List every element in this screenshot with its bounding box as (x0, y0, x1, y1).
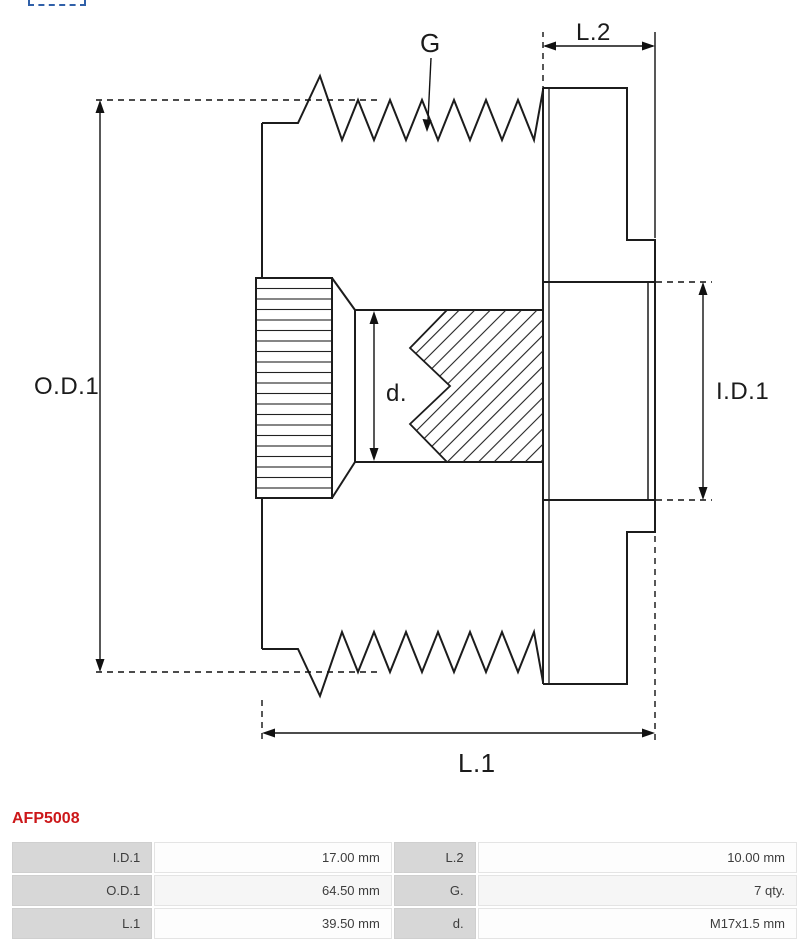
spec-value-l2: 10.00 mm (477, 842, 797, 873)
bore-hatch-area (410, 310, 543, 462)
spec-value-d: M17x1.5 mm (477, 908, 797, 939)
knurled-hub (255, 277, 333, 499)
dimension-id1 (656, 281, 712, 501)
label-l1: L.1 (458, 748, 496, 778)
spec-row: O.D.1 64.50 mm G. 7 qty. (12, 875, 797, 906)
spec-row: L.1 39.50 mm d. M17x1.5 mm (12, 908, 797, 939)
groove-leader (422, 57, 432, 132)
spec-value-id1: 17.00 mm (154, 842, 392, 873)
spec-value-od1: 64.50 mm (154, 875, 392, 906)
pulley-cross-section-svg: O.D.1 G L.2 I.D.1 d. L.1 (34, 19, 769, 778)
spec-table: I.D.1 17.00 mm L.2 10.00 mm O.D.1 64.50 … (10, 840, 799, 941)
logo-fragment (28, 0, 86, 6)
technical-drawing: O.D.1 G L.2 I.D.1 d. L.1 (34, 19, 769, 778)
dimension-l2 (542, 32, 656, 238)
bottom-groove-profile (262, 628, 544, 699)
part-number: AFP5008 (12, 810, 80, 827)
spec-value-l1: 39.50 mm (154, 908, 392, 939)
spec-key-d: d. (393, 908, 476, 939)
spec-value-g: 7 qty. (477, 875, 797, 906)
spec-key-l2: L.2 (393, 842, 476, 873)
label-l2: L.2 (576, 19, 611, 46)
label-od1: O.D.1 (34, 373, 99, 400)
dimension-d (369, 311, 379, 461)
spec-row: I.D.1 17.00 mm L.2 10.00 mm (12, 842, 797, 873)
spec-key-l1: L.1 (12, 908, 153, 939)
spec-key-od1: O.D.1 (12, 875, 153, 906)
thread-zigzag (408, 309, 452, 463)
spec-key-g: G. (393, 875, 476, 906)
right-body-outline (543, 87, 656, 685)
dimensions (95, 32, 712, 744)
spec-key-id1: I.D.1 (12, 842, 153, 873)
label-g: G (420, 28, 441, 58)
threaded-bore (354, 309, 544, 463)
dimension-od1 (95, 99, 382, 673)
label-d: d. (386, 380, 407, 407)
dimension-l1 (261, 536, 656, 744)
top-groove-profile (262, 73, 544, 144)
label-id1: I.D.1 (716, 378, 769, 405)
